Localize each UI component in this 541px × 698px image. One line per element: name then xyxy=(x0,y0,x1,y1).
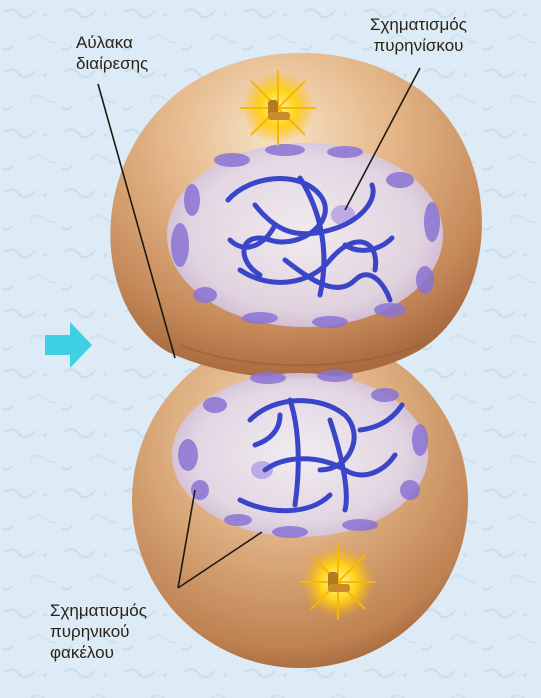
centrosome-top xyxy=(240,70,316,146)
label-cleavage-furrow-line2: διαίρεσης xyxy=(76,53,148,74)
label-envelope-line1: Σχηματισμός xyxy=(50,600,147,621)
label-cleavage-furrow: Αύλακα διαίρεσης xyxy=(76,32,148,74)
label-nucleolus-formation: Σχηματισμός πυρηνίσκου xyxy=(370,14,467,56)
nucleus-top xyxy=(167,143,443,328)
label-nucleolus-line1: Σχηματισμός xyxy=(370,14,467,35)
centrosome-bottom xyxy=(300,544,376,620)
label-envelope-line2: πυρηνικού xyxy=(50,621,147,642)
label-envelope-line3: φακέλου xyxy=(50,642,147,663)
label-nuclear-envelope-formation: Σχηματισμός πυρηνικού φακέλου xyxy=(50,600,147,663)
label-nucleolus-line2: πυρηνίσκου xyxy=(370,35,467,56)
label-cleavage-furrow-line1: Αύλακα xyxy=(76,32,148,53)
nucleolus-bottom xyxy=(251,461,273,479)
